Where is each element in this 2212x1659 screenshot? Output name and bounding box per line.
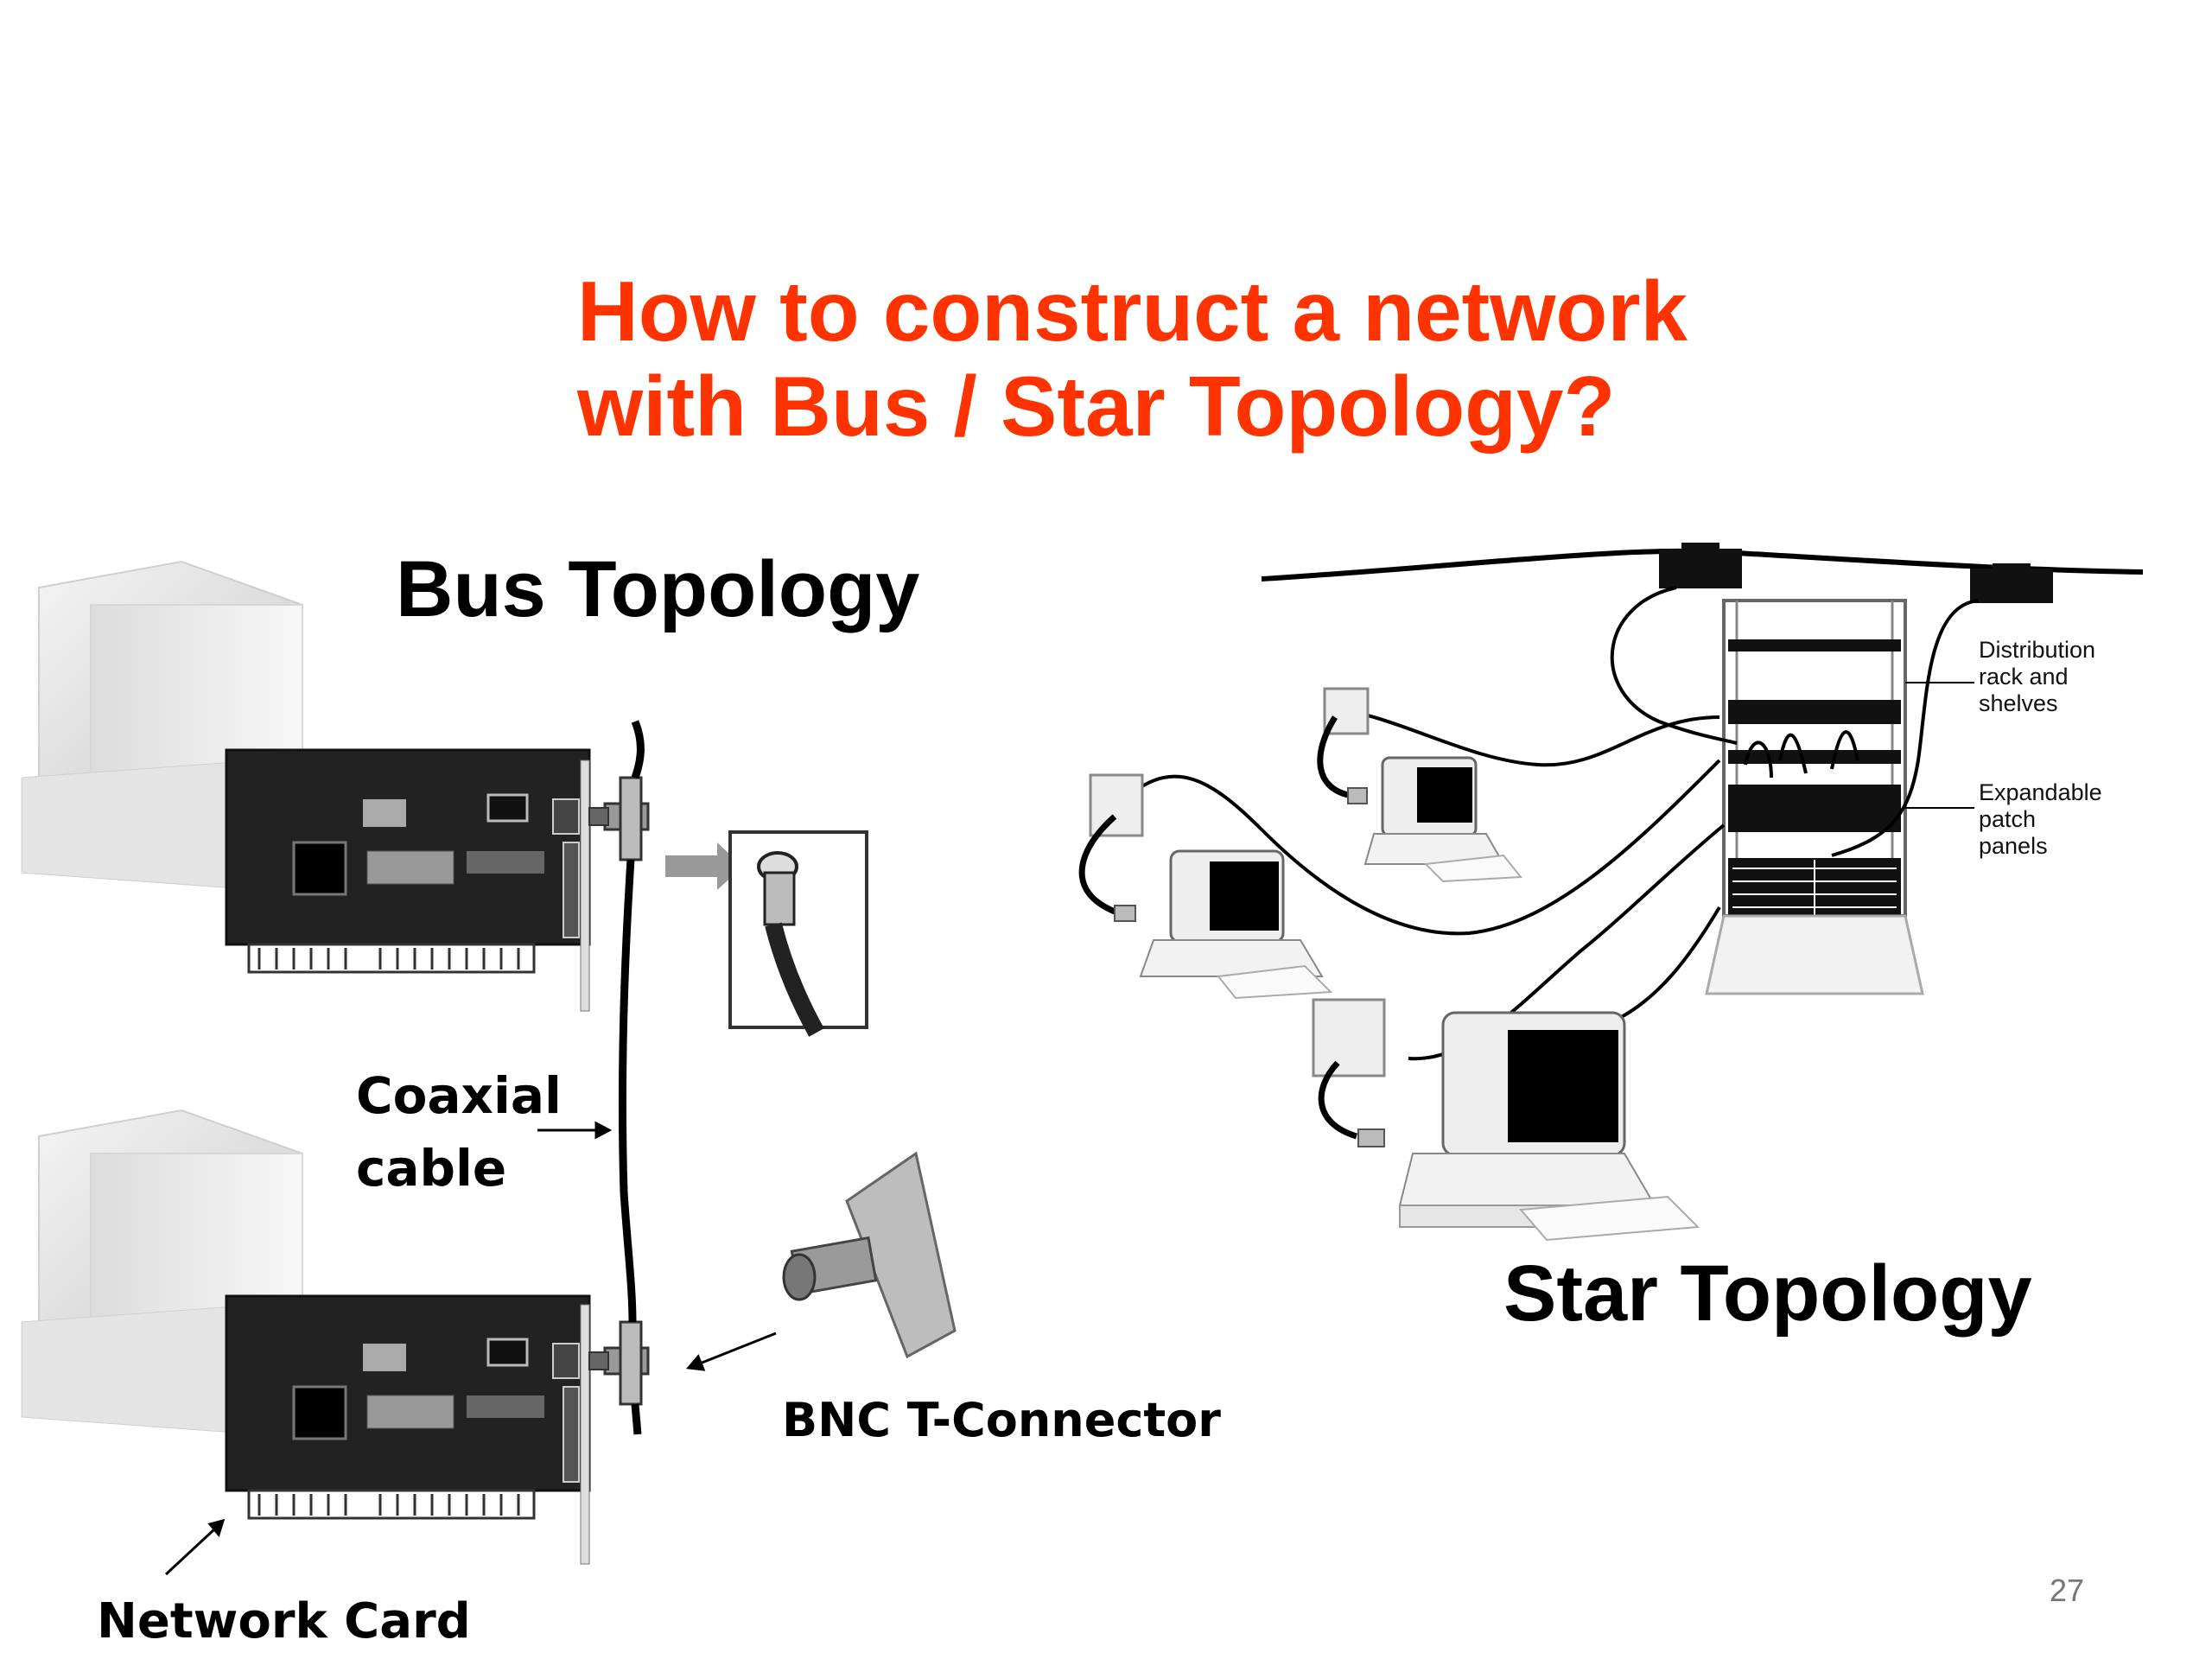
label-arrows <box>164 1121 777 1576</box>
bnc-t-connector-1 <box>588 776 650 861</box>
patch-panels-label: Expandable patch panels <box>1979 779 2102 860</box>
rack-label-line-2: rack and <box>1979 664 2069 690</box>
coaxial-label-line-1: Coaxial <box>356 1066 562 1125</box>
page-number: 27 <box>2050 1573 2085 1608</box>
bus-topology-heading: Bus Topology <box>396 545 920 633</box>
bnc-t-connector-2 <box>588 1320 650 1406</box>
distribution-rack-label: Distribution rack and shelves <box>1979 637 2095 717</box>
slide-title: How to construct a network with Bus / St… <box>577 264 1688 454</box>
monitor-icon <box>21 1109 303 1435</box>
star-computer-2 <box>1139 849 1333 1000</box>
rack-label-line-3: shelves <box>1979 690 2058 716</box>
star-computer-1 <box>1363 756 1522 883</box>
patch-label-line-1: Expandable <box>1979 779 2102 805</box>
coaxial-cable-label: Coaxial cable <box>356 1059 562 1205</box>
connector-closeup-inset <box>728 830 868 1037</box>
bnc-t-connector-label: BNC T-Connector <box>782 1393 1221 1447</box>
distribution-rack <box>1705 599 1924 995</box>
network-card-2 <box>225 1294 591 1565</box>
network-card-label: Network Card <box>97 1593 471 1649</box>
patch-label-line-3: panels <box>1979 833 2048 859</box>
patch-label-line-2: patch <box>1979 806 2037 832</box>
bnc-t-connector-closeup <box>782 1151 957 1359</box>
bus-computer-2 <box>21 1109 650 1565</box>
arrow-icon <box>665 842 743 890</box>
star-network <box>1078 543 2144 1242</box>
rack-label-line-1: Distribution <box>1979 637 2096 663</box>
coaxial-label-line-2: cable <box>356 1139 507 1198</box>
bus-computer-1 <box>21 560 650 1012</box>
star-computer-3 <box>1398 1011 1700 1242</box>
coaxial-cable <box>618 720 645 1323</box>
network-card-1 <box>225 748 591 1012</box>
star-topology-heading: Star Topology <box>1503 1249 2032 1338</box>
title-line-2: with Bus / Star Topology? <box>577 359 1616 454</box>
title-line-1: How to construct a network <box>577 264 1688 359</box>
